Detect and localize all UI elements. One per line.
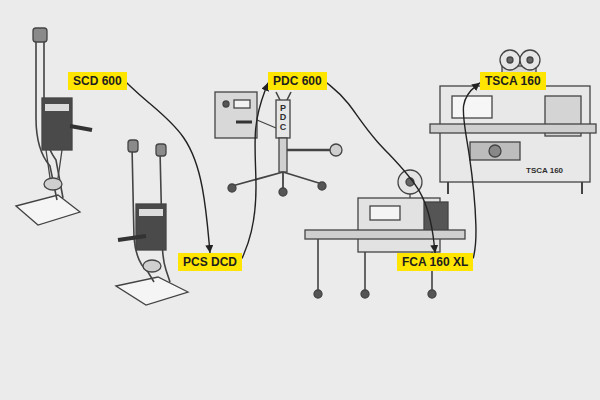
model-tag: SCD 600 — [68, 72, 127, 90]
tsca-machine-part — [440, 86, 590, 182]
scd-machine-part — [16, 195, 80, 225]
pcs-machine — [116, 140, 188, 305]
machine-lettering: PDC — [277, 104, 289, 132]
pcs-machine-part — [156, 144, 166, 156]
pdc-machine-part — [287, 149, 332, 152]
model-tag: TSCA 160 — [480, 72, 546, 90]
scd-machine-part — [46, 150, 62, 178]
tsca-machine-part — [489, 145, 501, 157]
model-tag: FCA 160 XL — [397, 253, 473, 271]
pdc-machine-part — [232, 172, 322, 190]
tsca-machine-part — [452, 96, 492, 118]
scd-machine — [16, 28, 92, 225]
pcs-machine-part — [139, 209, 163, 216]
tsca-machine-part — [500, 50, 520, 70]
pcs-machine-part — [116, 277, 188, 305]
tsca-machine-part — [470, 142, 520, 160]
pdc-machine-part — [276, 92, 291, 100]
scd-machine-part — [70, 126, 92, 130]
pdc-machine — [215, 92, 342, 196]
pcs-machine-part — [136, 204, 166, 250]
tsca-machine-part — [527, 57, 533, 63]
scd-machine-part — [42, 98, 72, 150]
flow-arrow — [127, 83, 210, 253]
tsca-machine-part — [507, 57, 513, 63]
pdc-machine-part — [257, 120, 276, 128]
scd-machine-part — [33, 28, 47, 42]
scd-machine-part — [45, 104, 69, 111]
model-tag: PCS DCD — [178, 253, 242, 271]
fca-machine-part — [361, 290, 369, 298]
pdc-machine-part — [318, 182, 326, 190]
fca-machine-part — [428, 290, 436, 298]
pdc-machine-part — [330, 144, 342, 156]
fca-machine-part — [314, 290, 322, 298]
pdc-machine-part — [236, 121, 252, 124]
tsca-machine — [430, 50, 596, 194]
flow-arrow — [327, 83, 435, 253]
tsca-machine-part — [520, 50, 540, 70]
model-name: SCD 600 — [73, 74, 122, 88]
pcs-machine-part — [143, 260, 161, 272]
pdc-machine-part — [279, 188, 287, 196]
pdc-machine-part — [215, 92, 257, 138]
model-name: PCS DCD — [183, 255, 237, 269]
pcs-machine-part — [118, 236, 146, 240]
fca-machine — [305, 170, 465, 298]
fca-machine-part — [305, 230, 465, 239]
pdc-machine-part — [279, 138, 287, 172]
tsca-machine-part — [430, 124, 596, 133]
model-tag: PDC 600 — [268, 72, 327, 90]
pdc-machine-part — [276, 100, 290, 138]
tsca-machine-part — [448, 182, 582, 194]
model-name: FCA 160 XL — [402, 255, 468, 269]
machine-lettering: TSCA 160 — [526, 166, 563, 175]
scd-machine-part — [44, 178, 62, 190]
pdc-machine-part — [223, 101, 229, 107]
pdc-machine-part — [234, 100, 250, 108]
model-name: TSCA 160 — [485, 74, 541, 88]
pcs-machine-part — [128, 140, 138, 152]
fca-machine-part — [370, 206, 400, 220]
pdc-machine-part — [228, 184, 236, 192]
flow-arrow — [242, 83, 268, 259]
fca-machine-part — [424, 202, 448, 232]
flow-arrow — [463, 83, 480, 259]
model-name: PDC 600 — [273, 74, 322, 88]
